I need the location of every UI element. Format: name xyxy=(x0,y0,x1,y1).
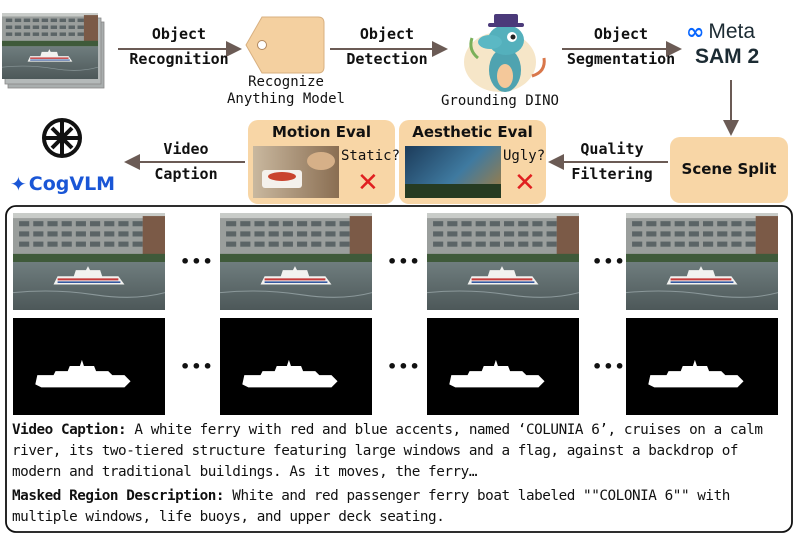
openai-logo xyxy=(42,118,82,158)
aesthetic-eval-title: Aesthetic Eval xyxy=(412,123,533,141)
meta-infinity-icon: ∞ xyxy=(686,19,705,45)
mask-description-paragraph: Masked Region Description: White and red… xyxy=(12,486,787,528)
frames-ellipsis: ••• xyxy=(180,252,214,271)
motion-reject-icon: ✕ xyxy=(357,168,379,198)
video-caption-label: Video Caption: xyxy=(12,422,127,438)
motion-question: Static? xyxy=(341,148,401,164)
masks-ellipsis: ••• xyxy=(180,357,214,376)
meta-logo: ∞ Meta xyxy=(686,19,756,45)
scene-split-label: Scene Split xyxy=(681,160,777,178)
mask-description-label: Masked Region Description: xyxy=(12,488,225,504)
aesthetic-reject-icon: ✕ xyxy=(514,168,536,198)
motion-eval-title: Motion Eval xyxy=(271,123,372,141)
aesthetic-sample-image xyxy=(405,146,501,198)
grounding-dino-mascot xyxy=(464,14,546,92)
ram-tag-icon xyxy=(245,16,325,74)
masks-ellipsis: ••• xyxy=(592,357,626,376)
cogvlm-logo: ✦ CogVLM xyxy=(10,172,116,196)
sam2-label: SAM 2 xyxy=(695,45,760,68)
video-caption-text: A white ferry with red and blue accents,… xyxy=(12,422,763,480)
aesthetic-question: Ugly? xyxy=(503,148,546,164)
video-caption-paragraph: Video Caption: A white ferry with red an… xyxy=(12,420,787,483)
frames-ellipsis: ••• xyxy=(387,252,421,271)
scene-split-box xyxy=(670,137,788,203)
masks-ellipsis: ••• xyxy=(387,357,421,376)
frames-ellipsis: ••• xyxy=(592,252,626,271)
grounding-dino-label: Grounding DINO xyxy=(440,93,559,109)
motion-sample-image xyxy=(253,146,339,198)
mask-description-text: White and red passenger ferry boat label… xyxy=(12,488,730,525)
cogvlm-bird-icon: ✦ xyxy=(10,172,27,196)
